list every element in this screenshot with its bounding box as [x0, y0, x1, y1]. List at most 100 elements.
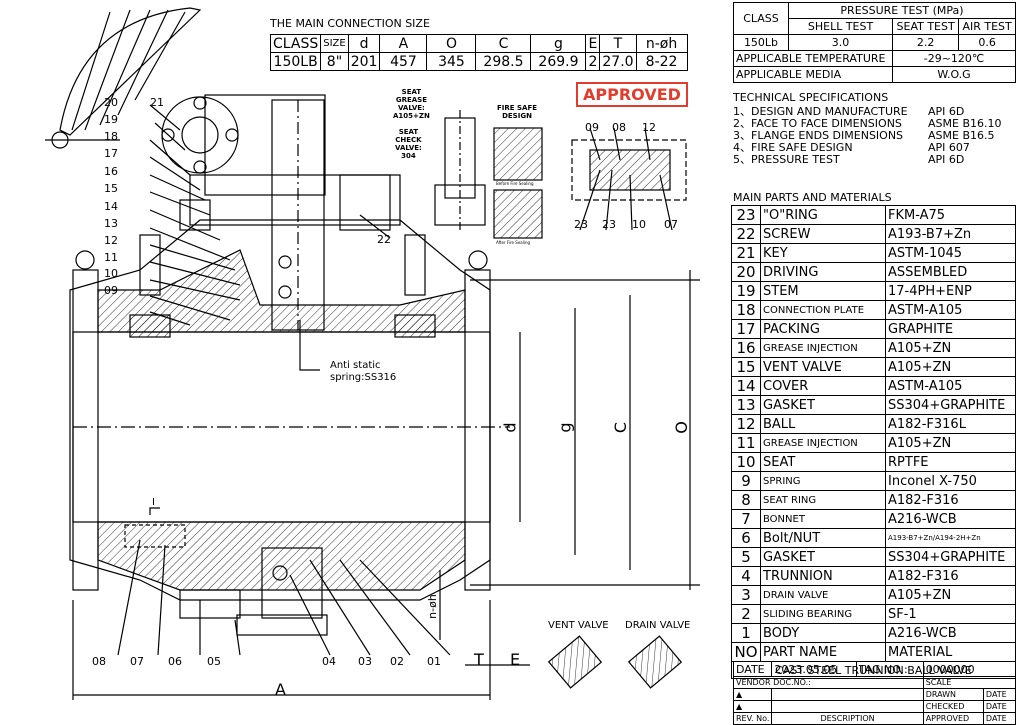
- pt-temp-label: APPLICABLE TEMPERATURE: [732, 50, 894, 67]
- balloon-14: 14: [104, 200, 118, 213]
- spec-label: 2、FACE TO FACE DIMENSIONS: [733, 117, 902, 130]
- val-E: 2: [585, 52, 601, 71]
- part-material: A105+ZN: [885, 585, 1016, 605]
- part-material: RPTFE: [885, 452, 1016, 472]
- part-material: A182-F316L: [885, 414, 1016, 434]
- label-vent-valve: VENT VALVE: [548, 620, 609, 631]
- footer-vendor-doc: VENDOR DOC.NO.:: [733, 676, 924, 689]
- balloon-01: 01: [427, 655, 441, 668]
- parts-title: MAIN PARTS AND MATERIALS: [733, 191, 892, 204]
- part-name: GREASE INJECTION: [760, 338, 886, 358]
- part-material: ASSEMBLED: [885, 262, 1016, 282]
- pt-seat-test: SEAT TEST: [892, 18, 960, 35]
- part-name: GASKET: [760, 395, 886, 415]
- pt-class-label: CLASS: [733, 2, 789, 35]
- val-C: 298.5: [475, 52, 532, 71]
- part-name: STEM: [760, 281, 886, 301]
- pt-air-test: AIR TEST: [958, 18, 1016, 35]
- footer-rev: REV. No.: [732, 712, 773, 725]
- pt-air-value: 0.6: [958, 34, 1016, 51]
- part-name: CONNECTION PLATE: [760, 300, 886, 320]
- part-name: COVER: [760, 376, 886, 396]
- balloon-detail-12: 12: [642, 121, 656, 134]
- part-no: 17: [731, 319, 761, 339]
- balloon-16: 16: [104, 165, 118, 178]
- balloon-03: 03: [358, 655, 372, 668]
- connection-size-table: CLASS SIZE d A O C g E T n-øh 150LB 8" 2…: [269, 34, 688, 71]
- val-class: 150LB: [269, 52, 322, 71]
- dim-O: O: [671, 421, 691, 434]
- footer-date-col: DATE: [982, 712, 1017, 725]
- part-no: 11: [731, 433, 761, 453]
- part-no: 19: [731, 281, 761, 301]
- pt-title: PRESSURE TEST (MPa): [788, 2, 1016, 19]
- balloon-detail-07: 07: [664, 218, 678, 231]
- part-no: 3: [731, 585, 761, 605]
- col-A: A: [379, 34, 428, 53]
- part-no: 4: [731, 566, 761, 586]
- part-name: GASKET: [760, 547, 886, 567]
- valve-drawing: [45, 7, 700, 700]
- part-name: TRUNNION: [760, 566, 886, 586]
- dim-nh: n-øh: [425, 594, 439, 619]
- part-name: GREASE INJECTION: [760, 433, 886, 453]
- part-no: 22: [731, 224, 761, 244]
- part-name: DRIVING: [760, 262, 886, 282]
- col-nh: n-øh: [635, 34, 688, 53]
- part-name: KEY: [760, 243, 886, 263]
- balloon-15: 15: [104, 182, 118, 195]
- balloon-detail-23a: 23: [574, 218, 588, 231]
- dim-d: d: [500, 422, 520, 433]
- connection-title: THE MAIN CONNECTION SIZE: [270, 17, 430, 30]
- footer-description: DESCRIPTION: [771, 712, 924, 725]
- part-no: 18: [731, 300, 761, 320]
- pt-shell-value: 3.0: [787, 34, 894, 51]
- col-O: O: [426, 34, 477, 53]
- dim-g: g: [555, 422, 575, 433]
- col-class: CLASS: [269, 34, 322, 53]
- callout-seat-check: SEAT CHECK VALVE: 304: [395, 128, 422, 160]
- balloon-06: 06: [168, 655, 182, 668]
- footer-scale: SCALE: [922, 676, 1017, 689]
- part-no: 15: [731, 357, 761, 377]
- rev-warning-icon: ▲: [732, 700, 773, 713]
- pt-temp-value: -29~120℃: [892, 50, 1016, 67]
- part-material: A193-B7+Zn: [885, 224, 1016, 244]
- pt-class-value: 150Lb: [733, 34, 789, 51]
- part-material: A193-B7+Zn/A194-2H+Zn: [885, 528, 1016, 548]
- dim-C: C: [611, 421, 631, 434]
- spec-std: API 6D: [928, 153, 965, 166]
- val-size: 8": [320, 52, 349, 71]
- part-material: A105+ZN: [885, 357, 1016, 377]
- balloon-detail-09: 09: [585, 121, 599, 134]
- balloon-20: 20: [104, 96, 118, 109]
- part-name: SEAT RING: [760, 490, 886, 510]
- pt-media-label: APPLICABLE MEDIA: [732, 66, 894, 83]
- part-material: ASTM-A105: [885, 376, 1016, 396]
- dim-A: A: [275, 680, 286, 699]
- part-no: 23: [731, 205, 761, 225]
- val-O: 345: [426, 52, 477, 71]
- part-material: 17-4PH+ENP: [885, 281, 1016, 301]
- header-part-name: PART NAME: [760, 642, 886, 662]
- callout-anti-static: Anti static spring:SS316: [330, 360, 397, 383]
- spec-std: API 607: [928, 141, 970, 154]
- part-no: 16: [731, 338, 761, 358]
- callout-seat-grease: SEAT GREASE VALVE: A105+ZN: [393, 88, 430, 120]
- pt-media-value: W.O.G: [892, 66, 1016, 83]
- part-material: SS304+GRAPHITE: [885, 395, 1016, 415]
- part-material: SS304+GRAPHITE: [885, 547, 1016, 567]
- label-drain-valve: DRAIN VALVE: [625, 620, 691, 631]
- balloon-detail-10: 10: [632, 218, 646, 231]
- spec-std: ASME B16.10: [928, 117, 1002, 130]
